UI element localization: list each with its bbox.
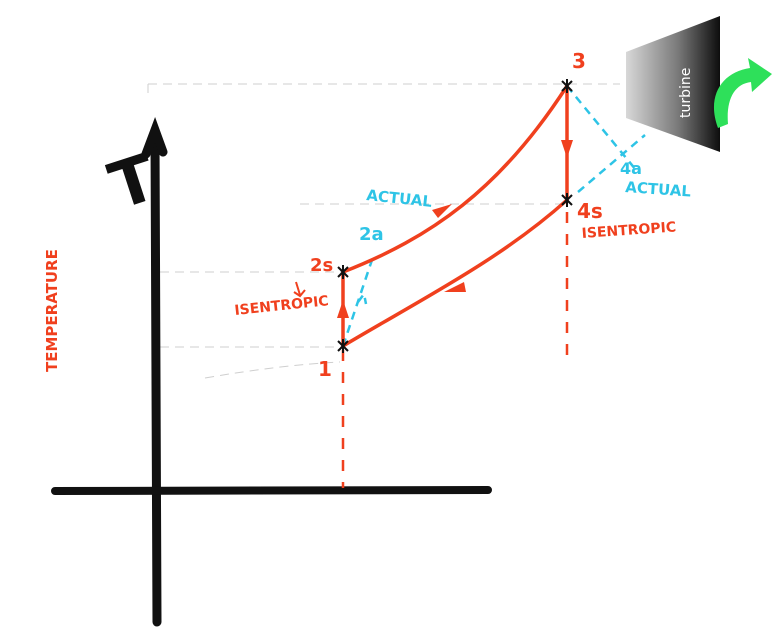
point-2a-label: 2a bbox=[359, 224, 384, 245]
actual-expansion-line bbox=[566, 85, 637, 171]
process-4-1 bbox=[341, 198, 569, 348]
guide-lines bbox=[147, 83, 620, 379]
point-2s-marker bbox=[337, 265, 349, 279]
point-1-label: 1 bbox=[318, 357, 332, 381]
isentropic-pointer-icon bbox=[293, 281, 306, 298]
turbine-body bbox=[626, 16, 720, 152]
actual-compression-label: ACTUAL bbox=[366, 186, 434, 211]
point-3-label: 3 bbox=[572, 49, 586, 73]
turbine-label: turbine bbox=[678, 68, 694, 118]
y-axis-arrowhead bbox=[141, 117, 168, 159]
actual-expansion-guide bbox=[577, 134, 646, 193]
arrow-1-2s bbox=[337, 300, 349, 318]
point-4s-marker bbox=[561, 193, 573, 207]
isentropic-expansion-label: ISENTROPIC bbox=[581, 219, 676, 242]
point-3-marker bbox=[561, 79, 573, 93]
y-axis-label: TEMPERATURE bbox=[43, 249, 61, 372]
cycle-arrows bbox=[337, 140, 573, 318]
point-1-marker bbox=[337, 339, 349, 353]
arrow-2-3 bbox=[432, 204, 452, 218]
state-points bbox=[337, 79, 573, 353]
cycle bbox=[341, 84, 569, 348]
process-2-3 bbox=[341, 84, 569, 274]
axes bbox=[51, 117, 492, 627]
arrow-4-1 bbox=[444, 282, 466, 292]
arrow-3-4s bbox=[561, 140, 573, 158]
point-4a-label: 4a bbox=[620, 159, 642, 178]
actual-compression-arrow bbox=[357, 291, 368, 305]
turbine: turbine bbox=[626, 16, 720, 152]
point-2s-label: 2s bbox=[310, 255, 333, 276]
x-axis bbox=[51, 486, 492, 495]
green-curved-arrow-icon bbox=[713, 58, 772, 128]
point-4s-label: 4s bbox=[577, 199, 603, 223]
entropy-lines bbox=[341, 212, 569, 488]
isentropic-compression-label: ISENTROPIC bbox=[234, 293, 330, 319]
y-axis bbox=[150, 135, 162, 627]
actual-paths bbox=[341, 85, 646, 347]
actual-expansion-label: ACTUAL bbox=[625, 178, 692, 201]
guide-curve bbox=[204, 361, 341, 379]
